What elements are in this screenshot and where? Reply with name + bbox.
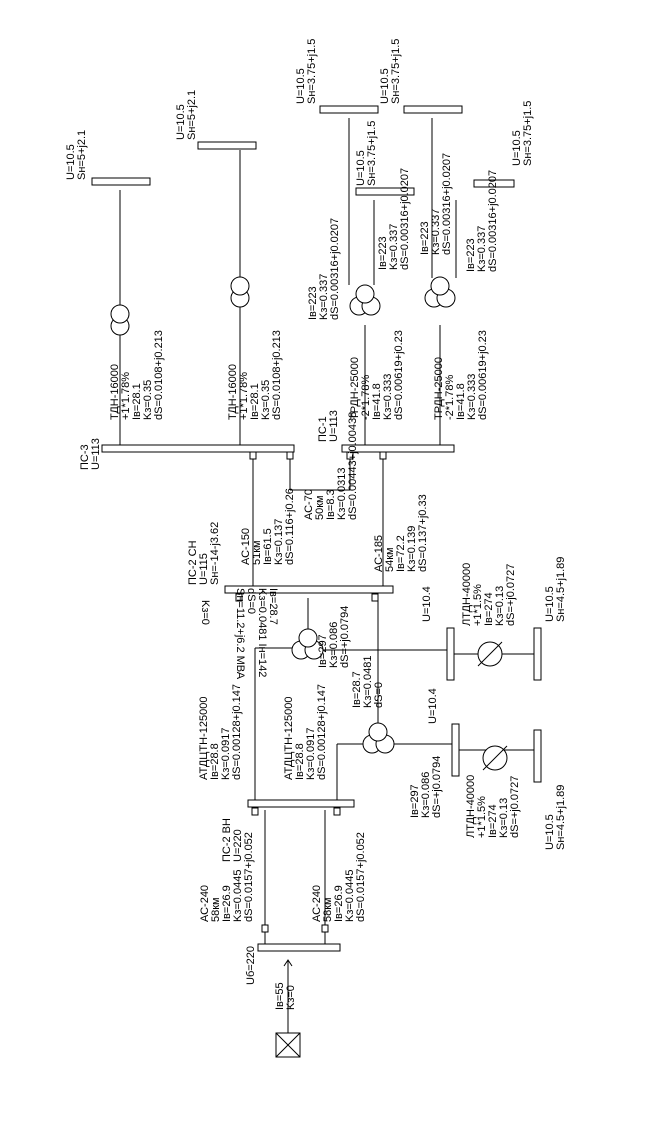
ltdn-bus xyxy=(446,627,455,681)
load-bus xyxy=(91,177,151,186)
load-bus xyxy=(403,105,463,114)
ps2-ch-busbar xyxy=(224,585,394,594)
ps1-busbar xyxy=(341,444,455,453)
ltdn-bus-lower-voltage: U=10.4 xyxy=(427,688,439,724)
atdc-flipped-kz: Kз=0 xyxy=(199,600,211,625)
load-bus xyxy=(473,179,515,188)
ltdn-bus-upper-voltage: U=10.4 xyxy=(421,586,433,622)
ltdn-load-bus xyxy=(533,729,542,783)
load-bus xyxy=(319,105,379,114)
source-voltage: Uб=220 xyxy=(245,945,257,985)
ltdn-load-bus xyxy=(533,627,542,681)
ps2-vn-busbar xyxy=(247,799,355,808)
source-busbar xyxy=(257,943,341,952)
load-bus xyxy=(197,141,257,150)
ltdn-bus xyxy=(451,723,460,777)
load-bus xyxy=(355,187,415,196)
ps3-busbar xyxy=(101,444,295,453)
